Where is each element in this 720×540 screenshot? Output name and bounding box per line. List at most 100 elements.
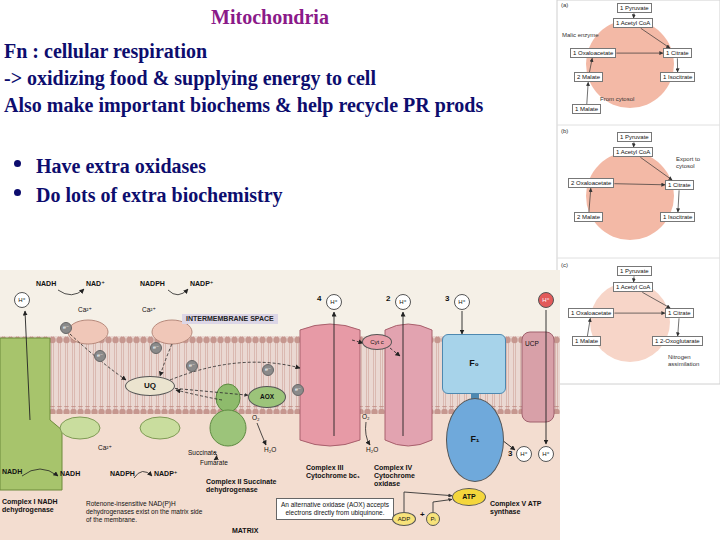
tca-panel-strip xyxy=(557,0,720,384)
node-text: 1 Citrate xyxy=(668,182,691,188)
node-text: 1 Oxaloacetate xyxy=(571,310,611,316)
pathway-arrow xyxy=(678,318,679,336)
proton-token: H⁺ xyxy=(538,292,554,308)
metabolite-box: 2 Malate xyxy=(574,212,603,222)
complex-label: Complex V ATP synthase xyxy=(490,500,558,516)
internal-dehydrogenase xyxy=(60,417,100,439)
metabolite-box: 1 Acetyl CoA xyxy=(613,18,653,28)
compartment-label: MATRIX xyxy=(232,527,258,535)
substrate-label: Succinate xyxy=(188,449,217,456)
compartment-label: INTERMEMBRANE SPACE xyxy=(182,314,278,324)
atp-molecule: ATP xyxy=(452,488,486,506)
complex-label: Complex III Cytochrome bc₁ xyxy=(306,464,370,480)
bullet-text: Do lots of extra biochemistry xyxy=(36,181,536,209)
node-text: H⁺ xyxy=(399,299,407,305)
complex-two xyxy=(210,410,246,446)
node-text: An alternative oxidase (AOX) accepts ele… xyxy=(280,501,390,517)
export-label: Export to cytosol xyxy=(676,156,718,169)
slide-text: -> oxidizing food & supplying energy to … xyxy=(4,64,544,92)
node-text: 1 Acetyl CoA xyxy=(616,284,650,290)
proton-arrow xyxy=(334,312,335,436)
pathway-arrow xyxy=(587,82,588,104)
ion-label: Ca²⁺ xyxy=(142,306,156,313)
f1-subunit: F₁ xyxy=(446,398,504,482)
substrate-label: O₂ xyxy=(362,413,370,420)
electron-path xyxy=(390,348,400,356)
tca-cycle-disc xyxy=(586,152,674,240)
proton-arrow xyxy=(546,310,547,444)
cytochrome-c: Cyt c xyxy=(362,334,392,350)
metabolite-box: 2 Malate xyxy=(574,72,603,82)
proton-token: H⁺ xyxy=(538,446,554,462)
metabolite-box: 2 Oxaloacetate xyxy=(568,178,614,188)
ubiquinone-pool: UQ xyxy=(125,376,175,396)
metabolite-box: 1 Pyruvate xyxy=(617,132,652,142)
node-text: AOX xyxy=(260,394,274,401)
node-text: e⁻ xyxy=(97,353,103,359)
proton-token: H⁺ xyxy=(395,294,411,310)
node-text: ATP xyxy=(462,493,475,500)
product-label: H₂O xyxy=(366,446,378,453)
intermembrane-space xyxy=(0,270,560,540)
bullet-text: Have extra oxidases xyxy=(36,152,536,180)
enzyme-label: Malic enzyme xyxy=(562,32,599,39)
proton-token: H⁺ xyxy=(454,294,470,310)
internal-dehydrogenase xyxy=(140,417,180,439)
pathway-arrow xyxy=(633,13,634,18)
cofactor-label: NADP⁺ xyxy=(190,280,214,288)
node-text: H⁺ xyxy=(542,451,550,457)
pathway-arrow xyxy=(678,190,679,212)
node-text: e⁻ xyxy=(189,363,195,369)
reaction-arrow xyxy=(22,469,58,476)
metabolite-box: 1 Acetyl CoA xyxy=(613,147,653,157)
pathway-arrow xyxy=(589,188,591,212)
external-dehydrogenase xyxy=(68,320,108,344)
pathway-arrow xyxy=(633,142,634,147)
metabolite-box: 1 Acetyl CoA xyxy=(613,282,653,292)
panel-divider xyxy=(557,125,720,126)
panel-letter: (c) xyxy=(561,262,568,269)
node-text: 1 Citrate xyxy=(668,310,691,316)
cofactor-label: NADPH xyxy=(140,280,165,288)
panel-divider xyxy=(557,258,720,259)
reaction-arrow xyxy=(404,492,452,512)
electron-token: e⁻ xyxy=(292,384,304,396)
node-text: H⁺ xyxy=(18,297,26,303)
slide-text: Also make important biochems & help recy… xyxy=(4,91,534,119)
tca-cycle-disc xyxy=(590,282,670,362)
stoichiometry-number: 4 xyxy=(317,295,321,304)
node-text: UQ xyxy=(144,382,156,390)
tca-cycle-disc xyxy=(586,20,674,108)
node-text: 1 Isocitrate xyxy=(663,214,692,220)
electron-token: e⁻ xyxy=(60,322,72,334)
product-label: H₂O xyxy=(264,446,276,453)
reaction-arrow xyxy=(433,499,452,512)
metabolite-box: 1 Citrate xyxy=(665,180,694,190)
pathway-arrow xyxy=(677,58,678,72)
metabolite-box: 1 Pyruvate xyxy=(617,3,652,13)
node-text: Cyt c xyxy=(370,339,384,345)
cofactor-label: NADH xyxy=(2,468,22,476)
node-text: 1 Isocitrate xyxy=(663,74,692,80)
substrate-label: O₂ xyxy=(252,414,260,421)
complex-three xyxy=(300,324,360,446)
stoichiometry-number: 3 xyxy=(508,450,512,459)
node-text: ADP xyxy=(398,516,410,522)
fo-subunit: F₀ xyxy=(442,334,506,394)
adp-molecule: ADP xyxy=(392,512,416,526)
electron-path xyxy=(70,334,126,380)
pathway-arrow xyxy=(633,276,634,282)
reaction-arrow xyxy=(366,422,371,445)
node-text: 1 Pyruvate xyxy=(620,134,649,140)
alternative-oxidase: AOX xyxy=(248,386,286,408)
node-text: 1 Malate xyxy=(575,338,598,344)
ion-label: Ca²⁺ xyxy=(78,306,92,313)
electron-token: e⁻ xyxy=(94,350,106,362)
node-text: e⁻ xyxy=(63,325,69,331)
proton-arrow xyxy=(403,312,404,436)
complex-one xyxy=(0,338,62,490)
ion-label: Ca²⁺ xyxy=(98,444,112,451)
slide-title: Mitochondria xyxy=(0,5,540,29)
pathway-arrow xyxy=(614,313,665,314)
